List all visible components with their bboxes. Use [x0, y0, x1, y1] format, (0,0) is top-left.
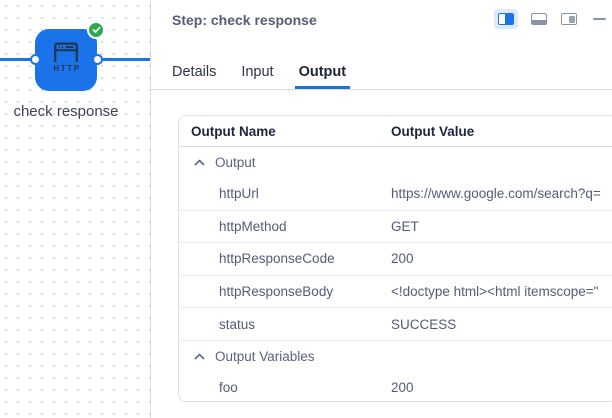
bottom-panel-layout-icon: [531, 13, 547, 25]
output-name-cell: status: [219, 316, 256, 332]
output-name-cell: httpMethod: [219, 218, 287, 234]
http-step-node[interactable]: HTTP: [29, 21, 105, 91]
tab-bar: Details Input Output: [151, 55, 612, 90]
side-panel-layout-icon: [561, 13, 577, 25]
tab-input[interactable]: Input: [241, 64, 274, 80]
node-type-label: HTTP: [53, 64, 81, 73]
output-name-cell: httpResponseBody: [219, 284, 334, 300]
output-value-cell: 200: [391, 251, 414, 267]
step-detail-panel: Step: check response Details Input Outpu…: [151, 0, 612, 418]
input-port[interactable]: [29, 54, 41, 65]
side-panel-layout-button[interactable]: [560, 9, 578, 29]
output-value-cell: https://www.google.com/search?q=: [391, 186, 601, 202]
split-right-layout-button[interactable]: [494, 9, 518, 29]
table-row: foo 200: [179, 372, 612, 401]
flow-canvas[interactable]: HTTP check response: [0, 0, 150, 418]
table-row: status SUCCESS: [179, 307, 612, 340]
column-header-output-name: Output Name: [191, 123, 276, 139]
output-value-cell: GET: [391, 218, 419, 234]
output-variables-group: Output Variables foo 200: [179, 339, 612, 401]
tab-details[interactable]: Details: [172, 64, 217, 80]
output-value-cell: SUCCESS: [391, 316, 457, 332]
output-value-cell: 200: [391, 380, 414, 396]
output-value-cell: <!doctype html><html itemscope=": [391, 284, 599, 300]
group-header-output-variables[interactable]: Output Variables: [179, 341, 612, 372]
column-header-output-value: Output Value: [391, 123, 475, 139]
panel-divider[interactable]: [150, 0, 151, 418]
group-label: Output Variables: [215, 348, 315, 364]
panel-title: Step: check response: [172, 12, 317, 28]
bottom-panel-layout-button[interactable]: [530, 9, 548, 29]
output-name-cell: httpResponseCode: [219, 251, 335, 267]
node-label: check response: [13, 103, 119, 120]
table-row: httpMethod GET: [179, 209, 612, 243]
split-right-layout-icon: [498, 13, 514, 25]
success-check-icon: [87, 21, 105, 39]
output-name-cell: httpUrl: [219, 186, 259, 202]
chevron-up-icon: [194, 353, 205, 360]
table-header-row: Output Name Output Value: [179, 116, 612, 147]
output-group: Output httpUrl https://www.google.com/se…: [179, 147, 612, 340]
output-port[interactable]: [91, 54, 103, 65]
chevron-up-icon: [194, 159, 205, 166]
output-table: Output Name Output Value Output httpUrl …: [178, 115, 612, 402]
table-row: httpUrl https://www.google.com/search?q=: [179, 178, 612, 210]
group-label: Output: [215, 155, 256, 170]
table-row: httpResponseBody <!doctype html><html it…: [179, 274, 612, 308]
minimize-button[interactable]: [590, 9, 608, 29]
panel-window-controls: [494, 9, 608, 29]
tab-output[interactable]: Output: [294, 55, 351, 89]
http-browser-icon: [54, 42, 78, 62]
output-name-cell: foo: [219, 380, 238, 396]
minimize-icon: [592, 17, 606, 21]
group-header-output[interactable]: Output: [179, 147, 612, 178]
table-row: httpResponseCode 200: [179, 242, 612, 275]
